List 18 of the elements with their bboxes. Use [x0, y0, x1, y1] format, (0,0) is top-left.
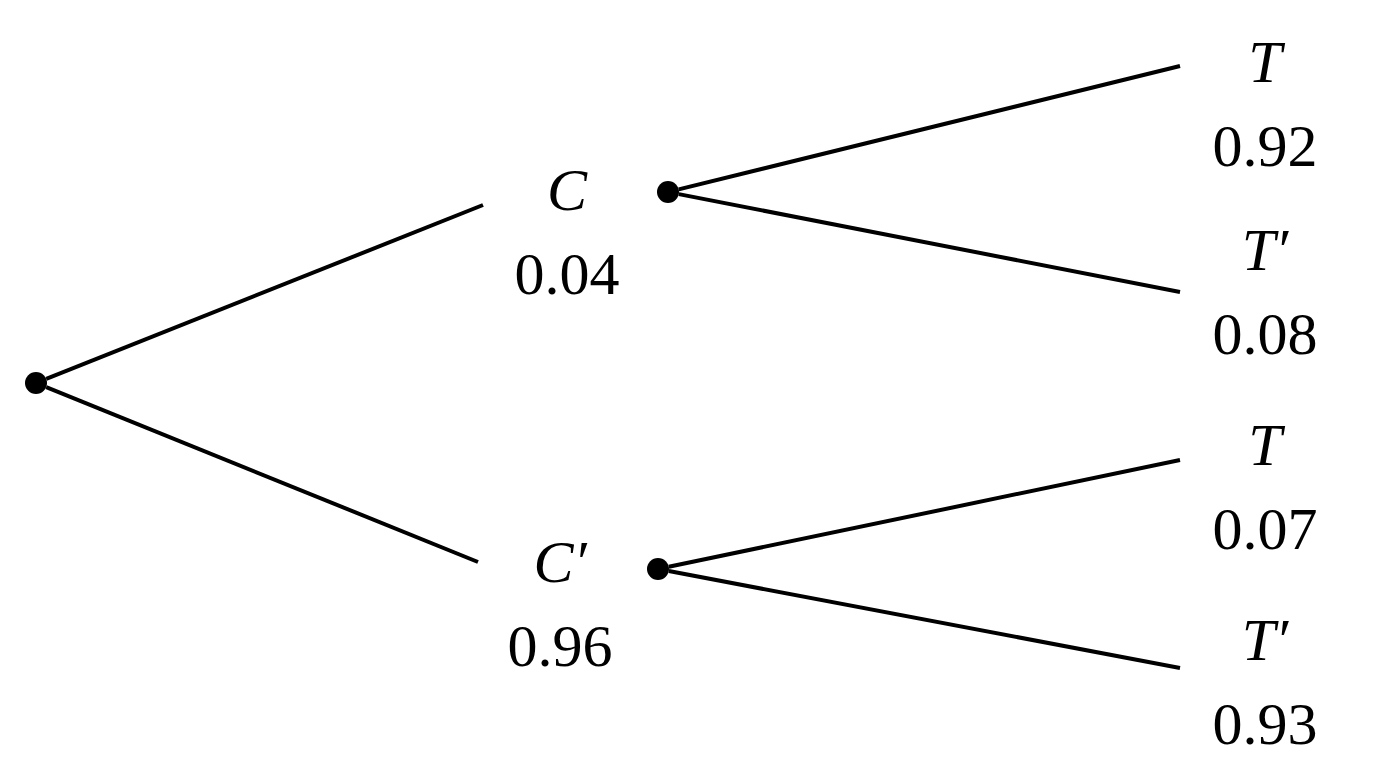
- branch-line: [45, 385, 479, 564]
- event-label: C′: [532, 528, 589, 597]
- branch-line: [668, 458, 1181, 569]
- probability-label: 0.93: [1211, 690, 1319, 759]
- event-label: T′: [1240, 216, 1290, 285]
- branch-line: [678, 64, 1181, 192]
- branch-line: [45, 203, 484, 381]
- branch-line: [678, 192, 1181, 294]
- probability-label: 0.08: [1211, 300, 1319, 369]
- probability-label: 0.04: [513, 240, 621, 309]
- event-label: T: [1180, 20, 1350, 104]
- probability-label: 0.07: [1211, 495, 1319, 564]
- event-label: C: [546, 156, 589, 225]
- probability-label: 0.92: [1211, 112, 1319, 181]
- event-label: T′: [1240, 606, 1290, 675]
- branch-line: [668, 569, 1181, 670]
- probability-label: 0.96: [506, 612, 614, 681]
- event-label: T: [1180, 403, 1350, 487]
